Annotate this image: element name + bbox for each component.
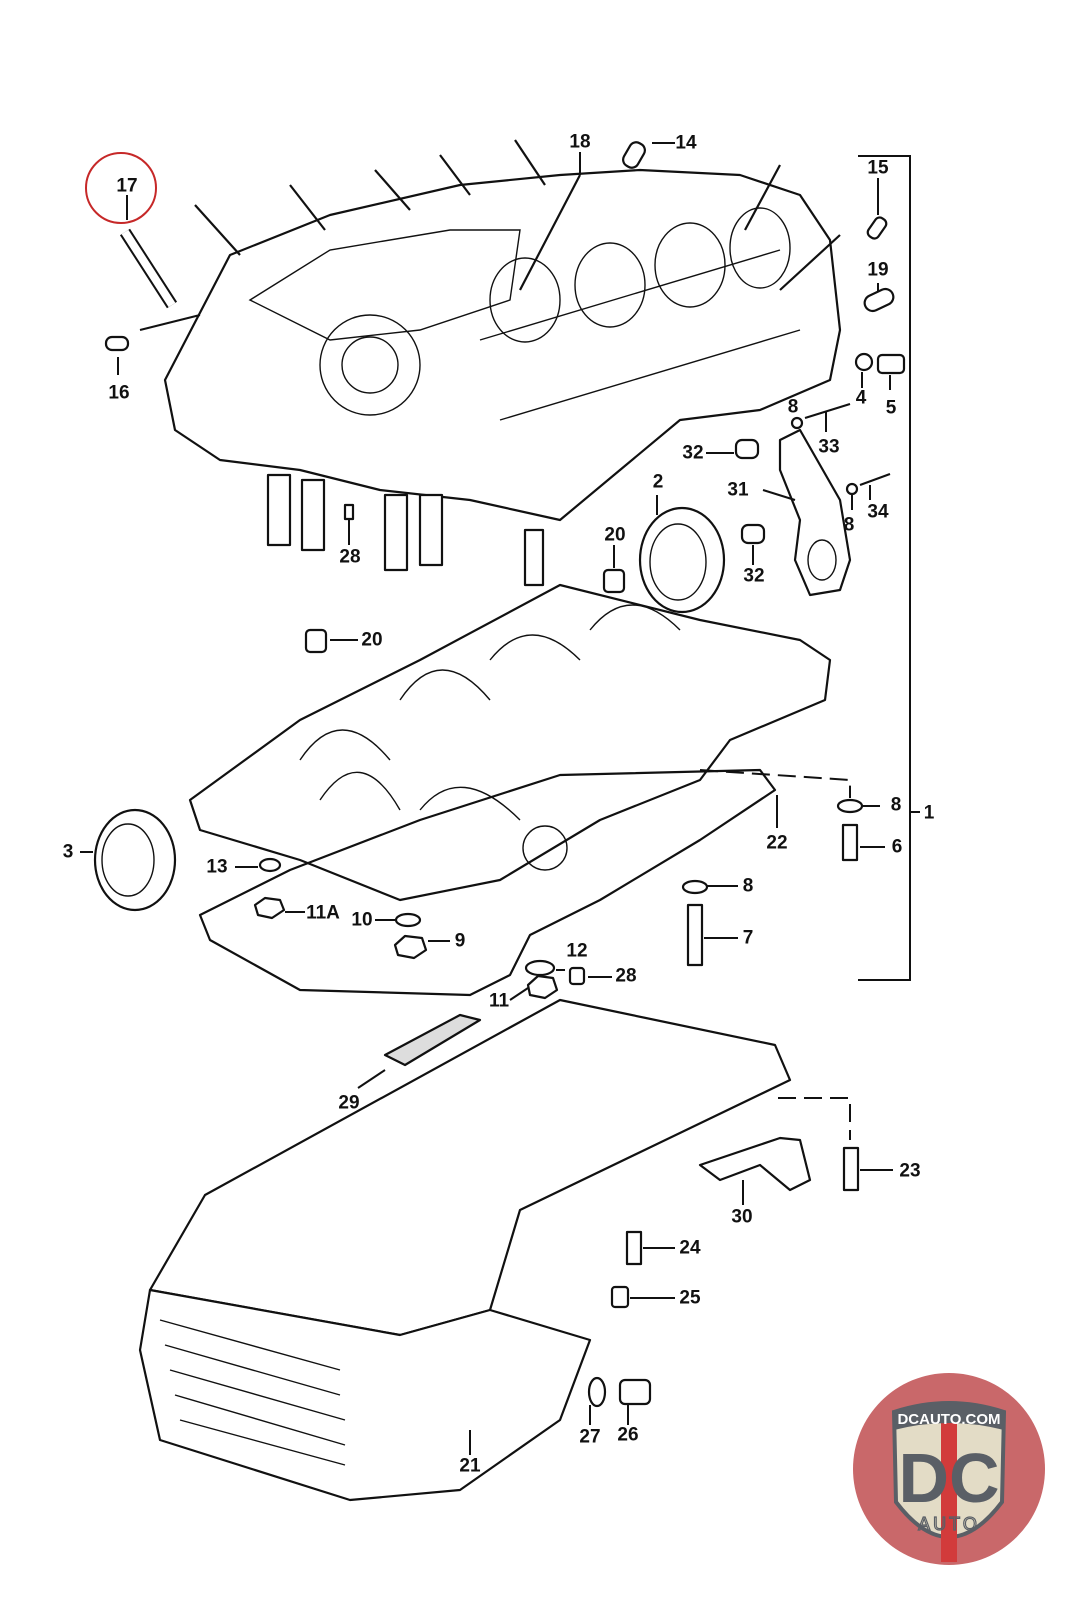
part-6-bolt xyxy=(841,823,859,862)
part-8-washer xyxy=(836,798,864,814)
crankcase-upper xyxy=(163,168,842,522)
part-8-washer xyxy=(790,416,804,430)
part-9-nut xyxy=(393,934,428,960)
callout-26[interactable]: 26 xyxy=(617,1424,639,1446)
callout-30[interactable]: 30 xyxy=(731,1206,753,1228)
logo-sub-text: AUTO xyxy=(918,1514,980,1534)
callout-25[interactable]: 25 xyxy=(679,1287,701,1309)
part-4-washer xyxy=(854,352,874,372)
logo-stripe xyxy=(941,1422,957,1562)
part-7-bolt xyxy=(686,903,704,967)
callout-11A[interactable]: 11A xyxy=(306,902,340,924)
callout-1[interactable]: 1 xyxy=(923,802,935,824)
part-11A-nut xyxy=(253,896,286,920)
cylinder-studs xyxy=(194,139,841,291)
part-32-bushing xyxy=(740,523,766,545)
part-12-washer xyxy=(524,959,556,977)
callout-8[interactable]: 8 xyxy=(787,396,799,418)
logo-top-text: DCAUTO.COM xyxy=(897,1411,1000,1428)
dcauto-logo: DCAUTO.COM DC AUTO xyxy=(853,1373,1045,1565)
callout-29[interactable]: 29 xyxy=(338,1092,360,1114)
lower-studs xyxy=(266,473,545,587)
part-21-oil-pan xyxy=(138,998,792,1502)
logo-mark-text: DC xyxy=(898,1439,999,1517)
crankcase-lower xyxy=(188,583,832,902)
callout-10[interactable]: 10 xyxy=(351,909,373,931)
callout-8[interactable]: 8 xyxy=(890,794,902,816)
part-31-bracket xyxy=(778,428,852,597)
callout-6[interactable]: 6 xyxy=(891,836,903,858)
part-16-dowel xyxy=(104,335,130,352)
callout-15[interactable]: 15 xyxy=(867,157,889,179)
callout-27[interactable]: 27 xyxy=(579,1426,601,1448)
assembly-bracket-1 xyxy=(858,155,920,981)
callout-8[interactable]: 8 xyxy=(843,514,855,536)
callout-28[interactable]: 28 xyxy=(615,965,637,987)
part-19-pin xyxy=(863,287,895,313)
callout-4[interactable]: 4 xyxy=(855,387,867,409)
callout-31[interactable]: 31 xyxy=(727,479,749,501)
callout-2[interactable]: 2 xyxy=(652,471,664,493)
callout-16[interactable]: 16 xyxy=(108,382,130,404)
part-28-pin xyxy=(343,503,355,521)
part-25-sleeve xyxy=(610,1285,630,1309)
part-5-plug xyxy=(876,353,906,375)
part-14-dowel xyxy=(622,141,646,169)
part-29-screen xyxy=(383,1013,482,1067)
callout-12[interactable]: 12 xyxy=(566,940,588,962)
callout-11[interactable]: 11 xyxy=(488,990,510,1012)
part-32-bushing xyxy=(734,438,760,460)
callout-28[interactable]: 28 xyxy=(339,546,361,568)
part-8-washer xyxy=(845,482,859,496)
part-17-stud xyxy=(119,228,178,309)
part-23-bolt xyxy=(842,1146,860,1192)
callout-34[interactable]: 34 xyxy=(867,501,889,523)
part-10-washer xyxy=(394,912,422,928)
callout-23[interactable]: 23 xyxy=(899,1160,921,1182)
callout-24[interactable]: 24 xyxy=(679,1237,701,1259)
callout-13[interactable]: 13 xyxy=(206,856,228,878)
callout-18[interactable]: 18 xyxy=(569,131,591,153)
callout-14[interactable]: 14 xyxy=(675,132,697,154)
part-26-drain-plug xyxy=(618,1378,652,1406)
callout-9[interactable]: 9 xyxy=(454,930,466,952)
callout-17[interactable]: 17 xyxy=(116,175,138,197)
part-20-sleeve xyxy=(602,568,626,594)
part-33-bolt xyxy=(804,402,851,420)
part-24-bolt xyxy=(625,1230,643,1266)
part-8-washer xyxy=(681,879,709,895)
part-15-sleeve xyxy=(866,216,888,240)
part-2-seal xyxy=(638,506,726,614)
callout-8[interactable]: 8 xyxy=(742,875,754,897)
callout-20[interactable]: 20 xyxy=(361,629,383,651)
part-11-nut xyxy=(526,974,559,1000)
part-34-bolt xyxy=(859,472,891,487)
callout-5[interactable]: 5 xyxy=(885,397,897,419)
callout-19[interactable]: 19 xyxy=(867,259,889,281)
part-28-sleeve xyxy=(568,966,586,986)
callout-22[interactable]: 22 xyxy=(766,832,788,854)
callout-21[interactable]: 21 xyxy=(459,1455,481,1477)
part-30-bracket xyxy=(698,1136,812,1192)
callout-33[interactable]: 33 xyxy=(818,436,840,458)
part-20-sleeve xyxy=(304,628,328,654)
callout-20[interactable]: 20 xyxy=(604,524,626,546)
part-3-seal xyxy=(93,808,177,912)
part-27-o-ring xyxy=(587,1376,607,1408)
leader-lines xyxy=(80,142,893,1455)
part-13-washer xyxy=(258,857,282,873)
callout-7[interactable]: 7 xyxy=(742,927,754,949)
callout-3[interactable]: 3 xyxy=(62,841,74,863)
highlight-circle xyxy=(85,152,157,224)
callout-32[interactable]: 32 xyxy=(743,565,765,587)
part-22-gasket xyxy=(198,768,777,997)
callout-32[interactable]: 32 xyxy=(682,442,704,464)
